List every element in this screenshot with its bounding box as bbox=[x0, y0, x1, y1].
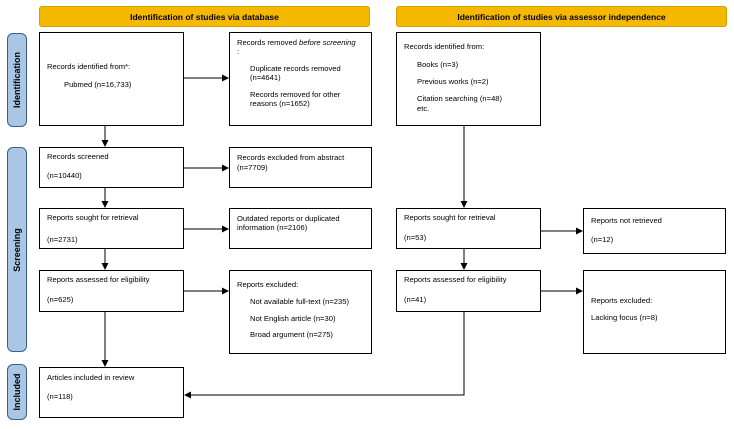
db-excluded-abstract-count: (n=7709) bbox=[237, 163, 268, 172]
db-outdated-title: Outdated reports or duplicated informati… bbox=[237, 214, 340, 233]
db-excluded-abstract-box: Records excluded from abstract (n=7709) bbox=[229, 147, 372, 188]
as-not-retrieved-box: Reports not retrieved (n=12) bbox=[583, 208, 726, 254]
db-removed-duplicates: Duplicate records removed (n=4641) bbox=[250, 64, 341, 83]
as-identified-etc: etc. bbox=[417, 104, 430, 113]
db-included-count: (n=118) bbox=[47, 392, 73, 401]
as-reports-assessed-box: Reports assessed for eligibility (n=41) bbox=[396, 270, 541, 312]
as-not-retrieved-title: Reports not retrieved bbox=[591, 216, 662, 225]
as-sought-count: (n=53) bbox=[404, 233, 427, 242]
database-header: Identification of studies via database bbox=[39, 6, 370, 27]
phase-identification: Identification bbox=[7, 33, 27, 127]
as-reports-sought-box: Reports sought for retrieval (n=53) bbox=[396, 208, 541, 249]
as-identified-previous: Previous works (n=2) bbox=[417, 77, 489, 86]
db-sought-count: (n=2731) bbox=[47, 235, 78, 244]
arrow-as-assessed-to-included bbox=[184, 312, 465, 399]
phase-screening: Screening bbox=[7, 147, 27, 352]
db-removed-title: Records removed before screening bbox=[237, 38, 356, 47]
db-screened-count: (n=10440) bbox=[47, 171, 82, 180]
db-reports-excluded-box: Reports excluded: Not available full-tex… bbox=[229, 270, 372, 354]
as-excluded-lacking: Lacking focus (n=8) bbox=[591, 313, 658, 322]
db-removed-title-colon: : bbox=[237, 47, 240, 56]
db-excluded-abstract-title: Records excluded from abstract bbox=[237, 153, 345, 162]
db-excluded-title: Reports excluded: bbox=[237, 280, 299, 289]
as-reports-excluded-box: Reports excluded: Lacking focus (n=8) bbox=[583, 270, 726, 354]
phase-included: Included bbox=[7, 364, 27, 420]
db-excluded-fulltext: Not available full-text (n=235) bbox=[250, 297, 349, 306]
as-assessed-count: (n=41) bbox=[404, 295, 427, 304]
db-screened-title: Records screened bbox=[47, 152, 109, 161]
as-identified-title: Records identified from: bbox=[404, 42, 485, 51]
db-identified-source: Pubmed (n=16,733) bbox=[64, 80, 132, 89]
db-articles-included-box: Articles included in review (n=118) bbox=[39, 367, 184, 418]
as-records-identified-box: Records identified from: Books (n=3) Pre… bbox=[396, 32, 541, 126]
db-excluded-language: Not English article (n=30) bbox=[250, 314, 336, 323]
db-reports-sought-box: Reports sought for retrieval (n=2731) bbox=[39, 208, 184, 249]
db-removed-other: Records removed for other reasons (n=165… bbox=[250, 90, 341, 109]
as-sought-title: Reports sought for retrieval bbox=[404, 213, 496, 222]
db-outdated-box: Outdated reports or duplicated informati… bbox=[229, 208, 372, 249]
assessor-header: Identification of studies via assessor i… bbox=[396, 6, 727, 27]
db-records-removed-box: Records removed before screening : Dupli… bbox=[229, 32, 372, 126]
as-not-retrieved-count: (n=12) bbox=[591, 235, 614, 244]
db-records-identified-box: Records identified from*: Pubmed (n=16,7… bbox=[39, 32, 184, 126]
db-assessed-title: Reports assessed for eligibility bbox=[47, 275, 150, 284]
db-included-title: Articles included in review bbox=[47, 373, 135, 382]
as-identified-citation: Citation searching (n=48) bbox=[417, 94, 503, 103]
as-assessed-title: Reports assessed for eligibility bbox=[404, 275, 507, 284]
db-identified-title: Records identified from*: bbox=[47, 62, 131, 71]
db-sought-title: Reports sought for retrieval bbox=[47, 213, 139, 222]
as-identified-books: Books (n=3) bbox=[417, 60, 459, 69]
db-records-screened-box: Records screened (n=10440) bbox=[39, 147, 184, 188]
db-excluded-broad: Broad argument (n=275) bbox=[250, 330, 333, 339]
db-reports-assessed-box: Reports assessed for eligibility (n=625) bbox=[39, 270, 184, 312]
as-excluded-title: Reports excluded: bbox=[591, 296, 653, 305]
db-assessed-count: (n=625) bbox=[47, 295, 74, 304]
